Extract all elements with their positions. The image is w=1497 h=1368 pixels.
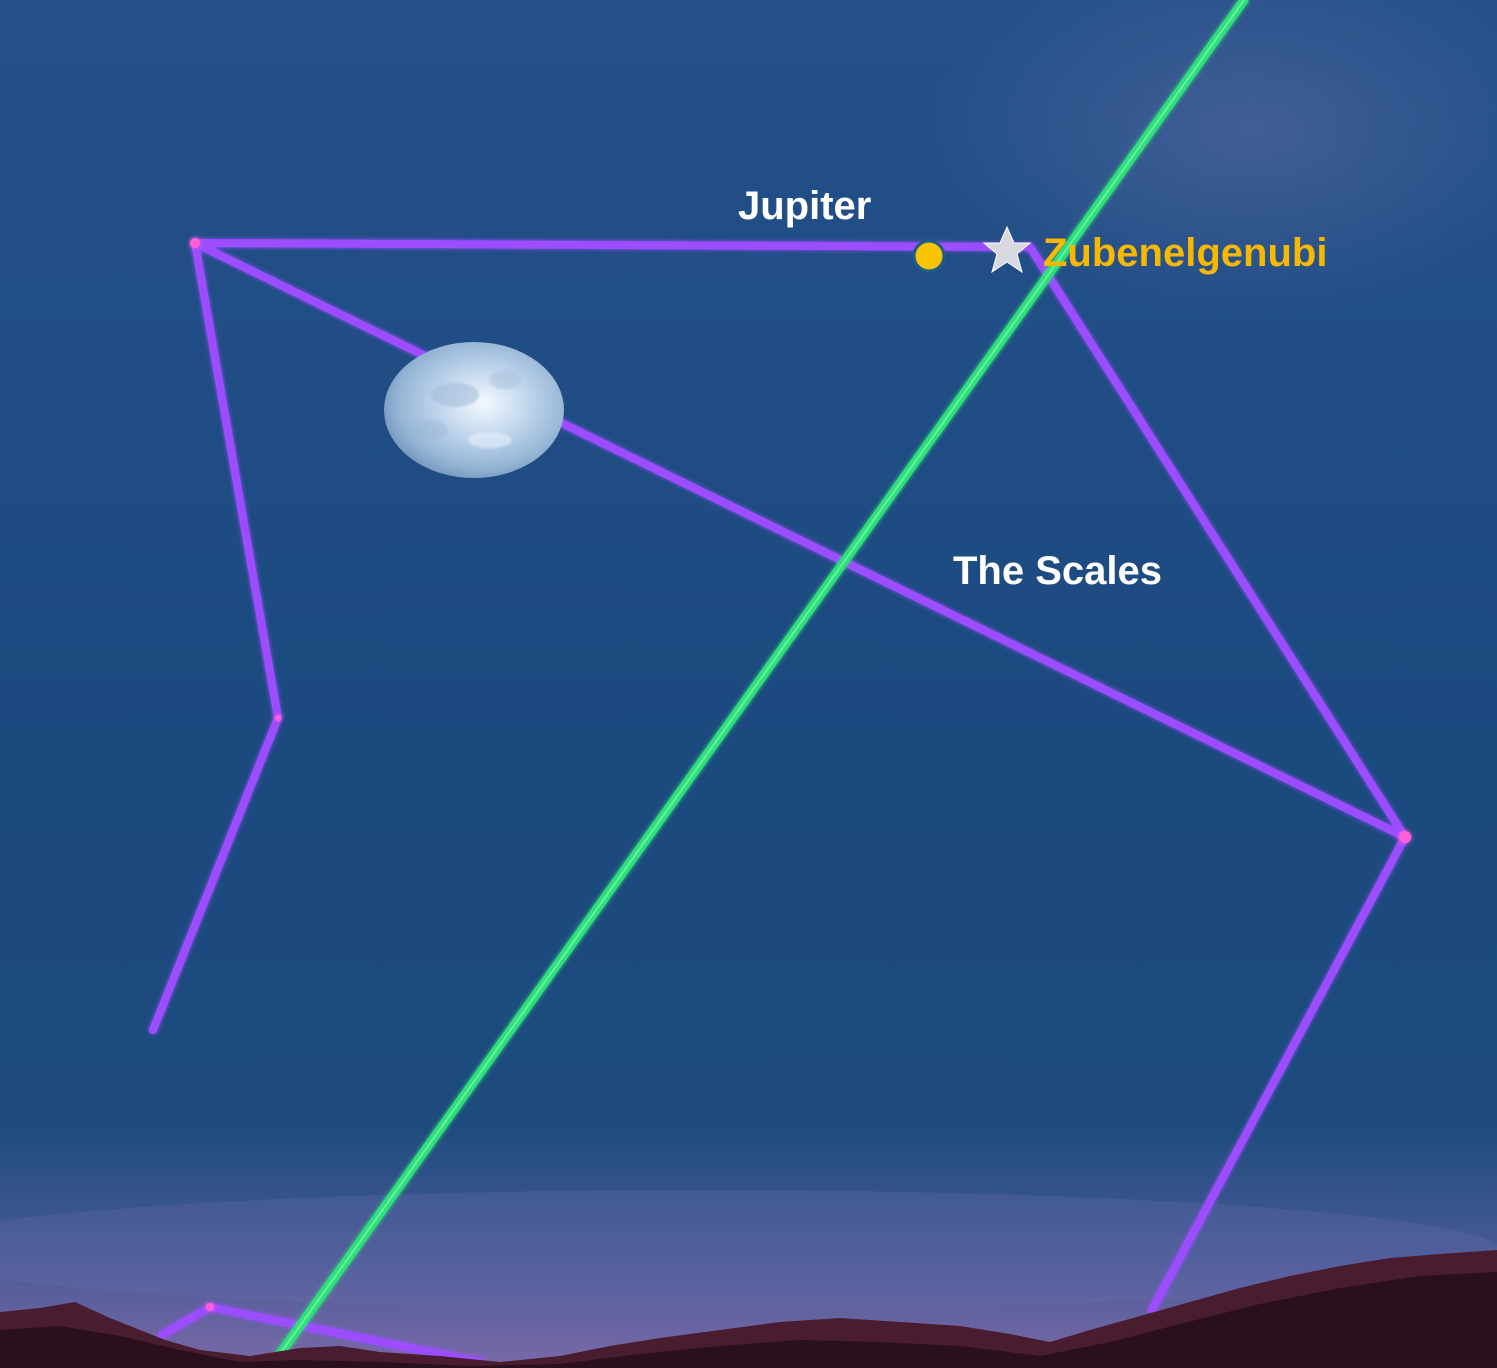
star-node [275,715,281,721]
constellation-line [1026,243,1409,841]
planet-label: Jupiter [738,184,872,228]
constellation-line [191,239,1409,841]
moon-icon [384,342,564,478]
star-label: Zubenelgenubi [1043,231,1328,275]
ecliptic-line [265,0,1249,1368]
cloud-haze [920,0,1497,320]
constellation-label: The Scales [953,549,1163,593]
constellation-line [1148,833,1409,1314]
star-icon [982,225,1032,274]
constellation-line [191,239,1034,251]
jupiter-dot-icon [912,239,946,273]
star-node [1399,831,1411,843]
ground-silhouette [0,1250,1497,1368]
constellation-nodes [190,238,1411,1311]
star-node [190,238,200,248]
star-node [206,1303,214,1311]
